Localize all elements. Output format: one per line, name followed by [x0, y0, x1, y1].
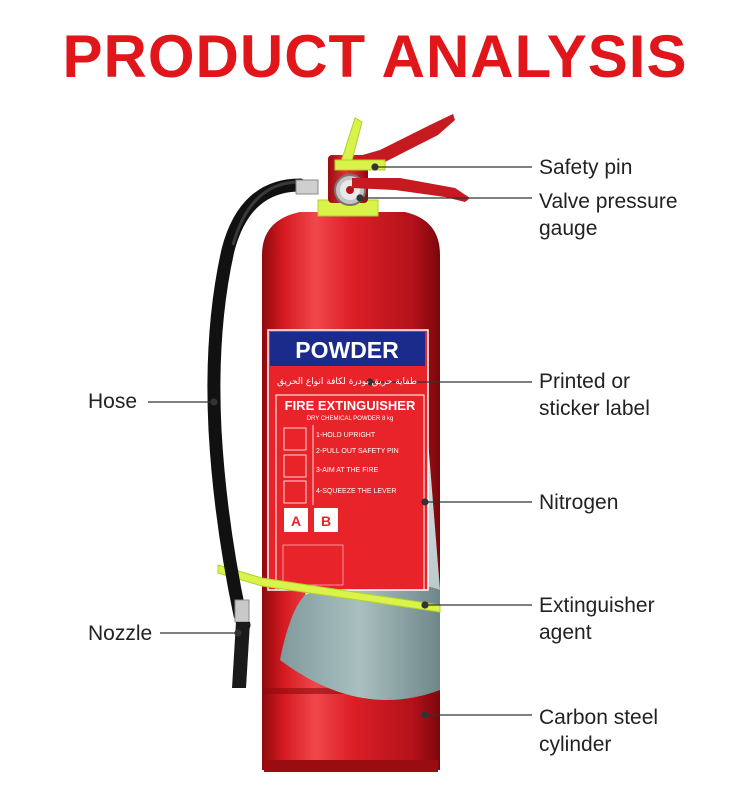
svg-text:B: B — [321, 513, 331, 529]
callout-label-line2: sticker label — [539, 397, 650, 420]
callout-valve-pressure-gauge: Valve pressure gauge — [539, 188, 678, 242]
dot-gauge — [356, 194, 364, 202]
callout-agent-line1: Extinguisher — [539, 594, 655, 617]
callout-gauge-line1: Valve pressure — [539, 190, 678, 213]
callout-gauge-line2: gauge — [539, 217, 598, 240]
callout-safety-pin-text: Safety pin — [539, 156, 633, 179]
small-print — [282, 544, 344, 586]
step-icon-2 — [283, 454, 307, 478]
lever-bottom — [352, 178, 470, 202]
svg-text:A: A — [291, 513, 301, 529]
callout-nozzle: Nozzle — [88, 620, 152, 647]
hose-ferrule — [234, 599, 250, 623]
label-panel — [267, 329, 429, 591]
label-steps-box — [275, 394, 425, 591]
dot-label — [366, 378, 374, 386]
callout-extinguisher-agent: Extinguisher agent — [539, 592, 655, 646]
callout-nitrogen-text: Nitrogen — [539, 491, 619, 514]
bracket-strap — [217, 564, 441, 613]
dot-agent — [421, 601, 429, 609]
dot-hose — [210, 398, 218, 406]
dot-cylinder — [421, 711, 429, 719]
label-subtitle: FIRE EXTINGUISHER — [285, 398, 416, 413]
callout-agent-line2: agent — [539, 621, 592, 644]
nozzle-tip — [232, 622, 250, 688]
class-b-icon — [314, 508, 338, 532]
callout-nitrogen: Nitrogen — [539, 489, 618, 516]
label-step-2: 2-PULL OUT SAFETY PIN — [316, 448, 399, 455]
cutaway-agent — [280, 581, 440, 700]
callout-carbon-steel-cylinder: Carbon steel cylinder — [539, 704, 658, 758]
step-icon-1 — [283, 427, 307, 451]
callout-cylinder-line2: cylinder — [539, 733, 612, 756]
label-step-3: 3-AIM AT THE FIRE — [316, 467, 379, 474]
callout-nozzle-text: Nozzle — [88, 622, 153, 645]
dot-nozzle — [234, 629, 242, 637]
lever-top — [345, 114, 455, 172]
callout-safety-pin: Safety pin — [539, 154, 632, 181]
callout-hose-text: Hose — [88, 390, 138, 413]
callout-cylinder-line1: Carbon steel — [539, 706, 659, 729]
callout-hose: Hose — [88, 388, 137, 415]
dot-nitrogen — [421, 498, 429, 506]
callout-label: Printed or sticker label — [539, 368, 650, 422]
callout-label-line1: Printed or — [539, 370, 631, 393]
dot-safety-pin — [371, 163, 379, 171]
label-small: DRY CHEMICAL POWDER 8 kg — [307, 416, 394, 422]
label-step-4: 4-SQUEEZE THE LEVER — [316, 488, 396, 495]
step-icon-3 — [283, 480, 307, 504]
class-a-icon — [284, 508, 308, 532]
page-title: PRODUCT ANALYSIS — [62, 23, 688, 90]
label-arabic: طفاية حريق بودرة لكافة انواع الحريق — [277, 377, 417, 387]
label-step-1: 1-HOLD UPRIGHT — [316, 432, 376, 439]
label-header-bg — [270, 332, 425, 366]
label-header: POWDER — [295, 337, 399, 363]
cylinder-bottom — [264, 760, 438, 772]
